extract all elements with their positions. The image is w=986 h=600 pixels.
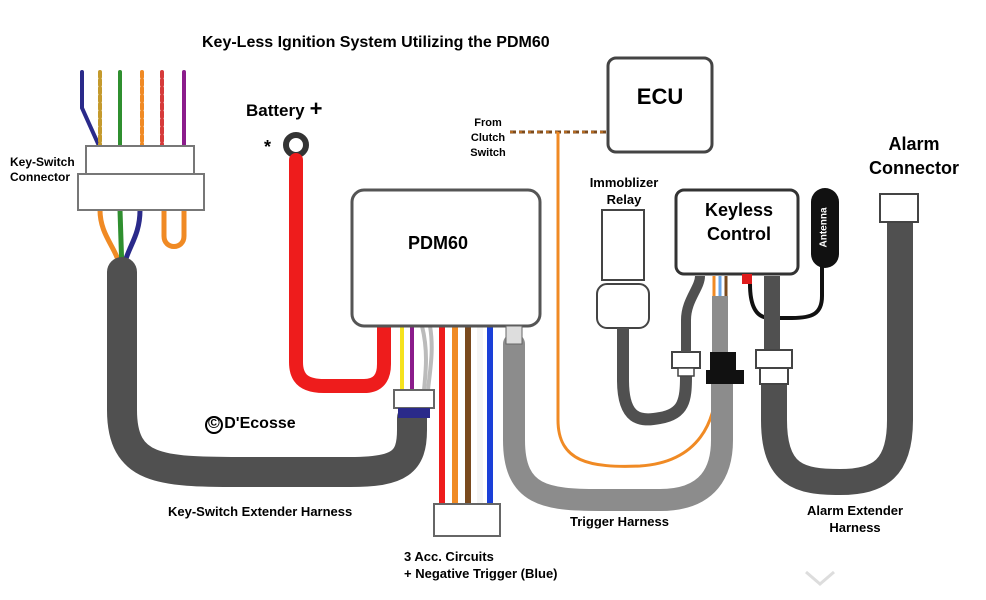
acc-circuits-connector <box>433 503 501 537</box>
key-switch-extender-harness-label: Key-Switch Extender Harness <box>168 504 353 519</box>
trigger-harness-boot <box>712 296 728 352</box>
copyright-label: © D'Ecosse <box>208 415 296 432</box>
key-switch-wires <box>80 70 186 150</box>
keyless-control-wires <box>712 276 728 296</box>
acc-circuits-line2: + Negative Trigger (Blue) <box>404 566 558 581</box>
immobilizer-relay-label: Immoblizer Relay <box>582 174 666 208</box>
key-switch-extender-connector <box>393 389 435 409</box>
keyless-control-line1: Keyless <box>704 200 774 220</box>
trigger-harness-plug <box>710 352 736 370</box>
key-switch-connector-body <box>77 173 205 211</box>
key-switch-connector-label-line2: Connector <box>10 170 70 184</box>
trigger-harness-plug-base <box>706 370 744 384</box>
copyright-text: © D'Ecosse <box>208 415 296 432</box>
key-switch-connector-label-line1: Key-Switch <box>10 155 75 169</box>
battery-asterisk: * <box>264 137 272 157</box>
from-clutch-switch-label: From Clutch Switch <box>462 116 514 161</box>
alarm-plug-base <box>759 367 789 385</box>
battery-terminal <box>283 132 309 158</box>
immobilizer-relay-base <box>596 283 650 329</box>
immobilizer-relay-body <box>601 209 645 281</box>
alarm-connector-line2: Connector <box>869 158 959 178</box>
keyless-control-label: Keyless Control <box>676 198 802 246</box>
from-clutch-switch-line1: From <box>474 117 502 129</box>
antenna-cable <box>748 264 824 320</box>
alarm-extender-harness-label: Alarm Extender Harness <box>800 502 910 536</box>
immobilizer-relay-line1: Immoblizer <box>589 175 659 190</box>
battery-label-text: Battery <box>246 101 305 120</box>
battery-plus-sign: + <box>309 96 323 121</box>
key-switch-connector-label: Key-Switch Connector <box>10 155 75 185</box>
acc-circuits-label: 3 Acc. Circuits + Negative Trigger (Blue… <box>404 548 558 582</box>
acc-circuits-line1: 3 Acc. Circuits <box>404 549 494 564</box>
pdm-key-switch-wires <box>400 325 434 391</box>
ecu-label: ECU <box>636 84 684 109</box>
pdm60-trigger-plug <box>505 325 523 345</box>
pdm60-box <box>350 188 542 328</box>
diagram-title: Key-Less Ignition System Utilizing the P… <box>202 34 550 51</box>
keyless-control-line2: Control <box>707 224 771 244</box>
pdm60-label: PDM60 <box>408 233 469 253</box>
immobilizer-relay-line2: Relay <box>606 192 642 207</box>
alarm-connector-line1: Alarm <box>888 134 940 154</box>
keyless-control-red-wire <box>742 274 752 284</box>
trigger-harness <box>503 333 733 511</box>
battery-cable <box>289 153 391 393</box>
key-switch-extender-plug <box>398 408 430 418</box>
alarm-extender-harness-line1: Alarm Extender <box>806 503 904 518</box>
key-switch-extender-harness <box>107 257 427 487</box>
ecu-box <box>606 56 714 154</box>
from-clutch-switch-line2: Clutch <box>470 132 506 144</box>
alarm-extender-harness <box>761 207 913 496</box>
watermark-mark <box>805 570 835 586</box>
antenna-label: Antenna <box>818 207 830 248</box>
antenna-body <box>811 188 839 268</box>
trigger-harness-label: Trigger Harness <box>570 514 669 529</box>
key-switch-connector-top <box>85 145 195 175</box>
immobilizer-relay-plug-tip <box>677 367 695 377</box>
acc-circuit-wires <box>439 326 493 504</box>
alarm-connector-label: Alarm Connector <box>864 132 964 180</box>
alarm-plug <box>755 349 793 369</box>
from-clutch-switch-line3: Switch <box>470 147 506 159</box>
copyright-circle <box>205 416 223 434</box>
alarm-connector-housing <box>879 193 919 223</box>
immobilizer-relay-harness <box>617 328 692 426</box>
battery-label: Battery + <box>246 98 322 122</box>
trigger-orange-wire <box>556 132 718 468</box>
keyless-control-box <box>674 188 800 276</box>
alarm-extender-harness-line2: Harness <box>829 520 881 535</box>
immobilizer-relay-plug <box>671 351 701 369</box>
keyless-control-relay-wire <box>681 275 705 352</box>
